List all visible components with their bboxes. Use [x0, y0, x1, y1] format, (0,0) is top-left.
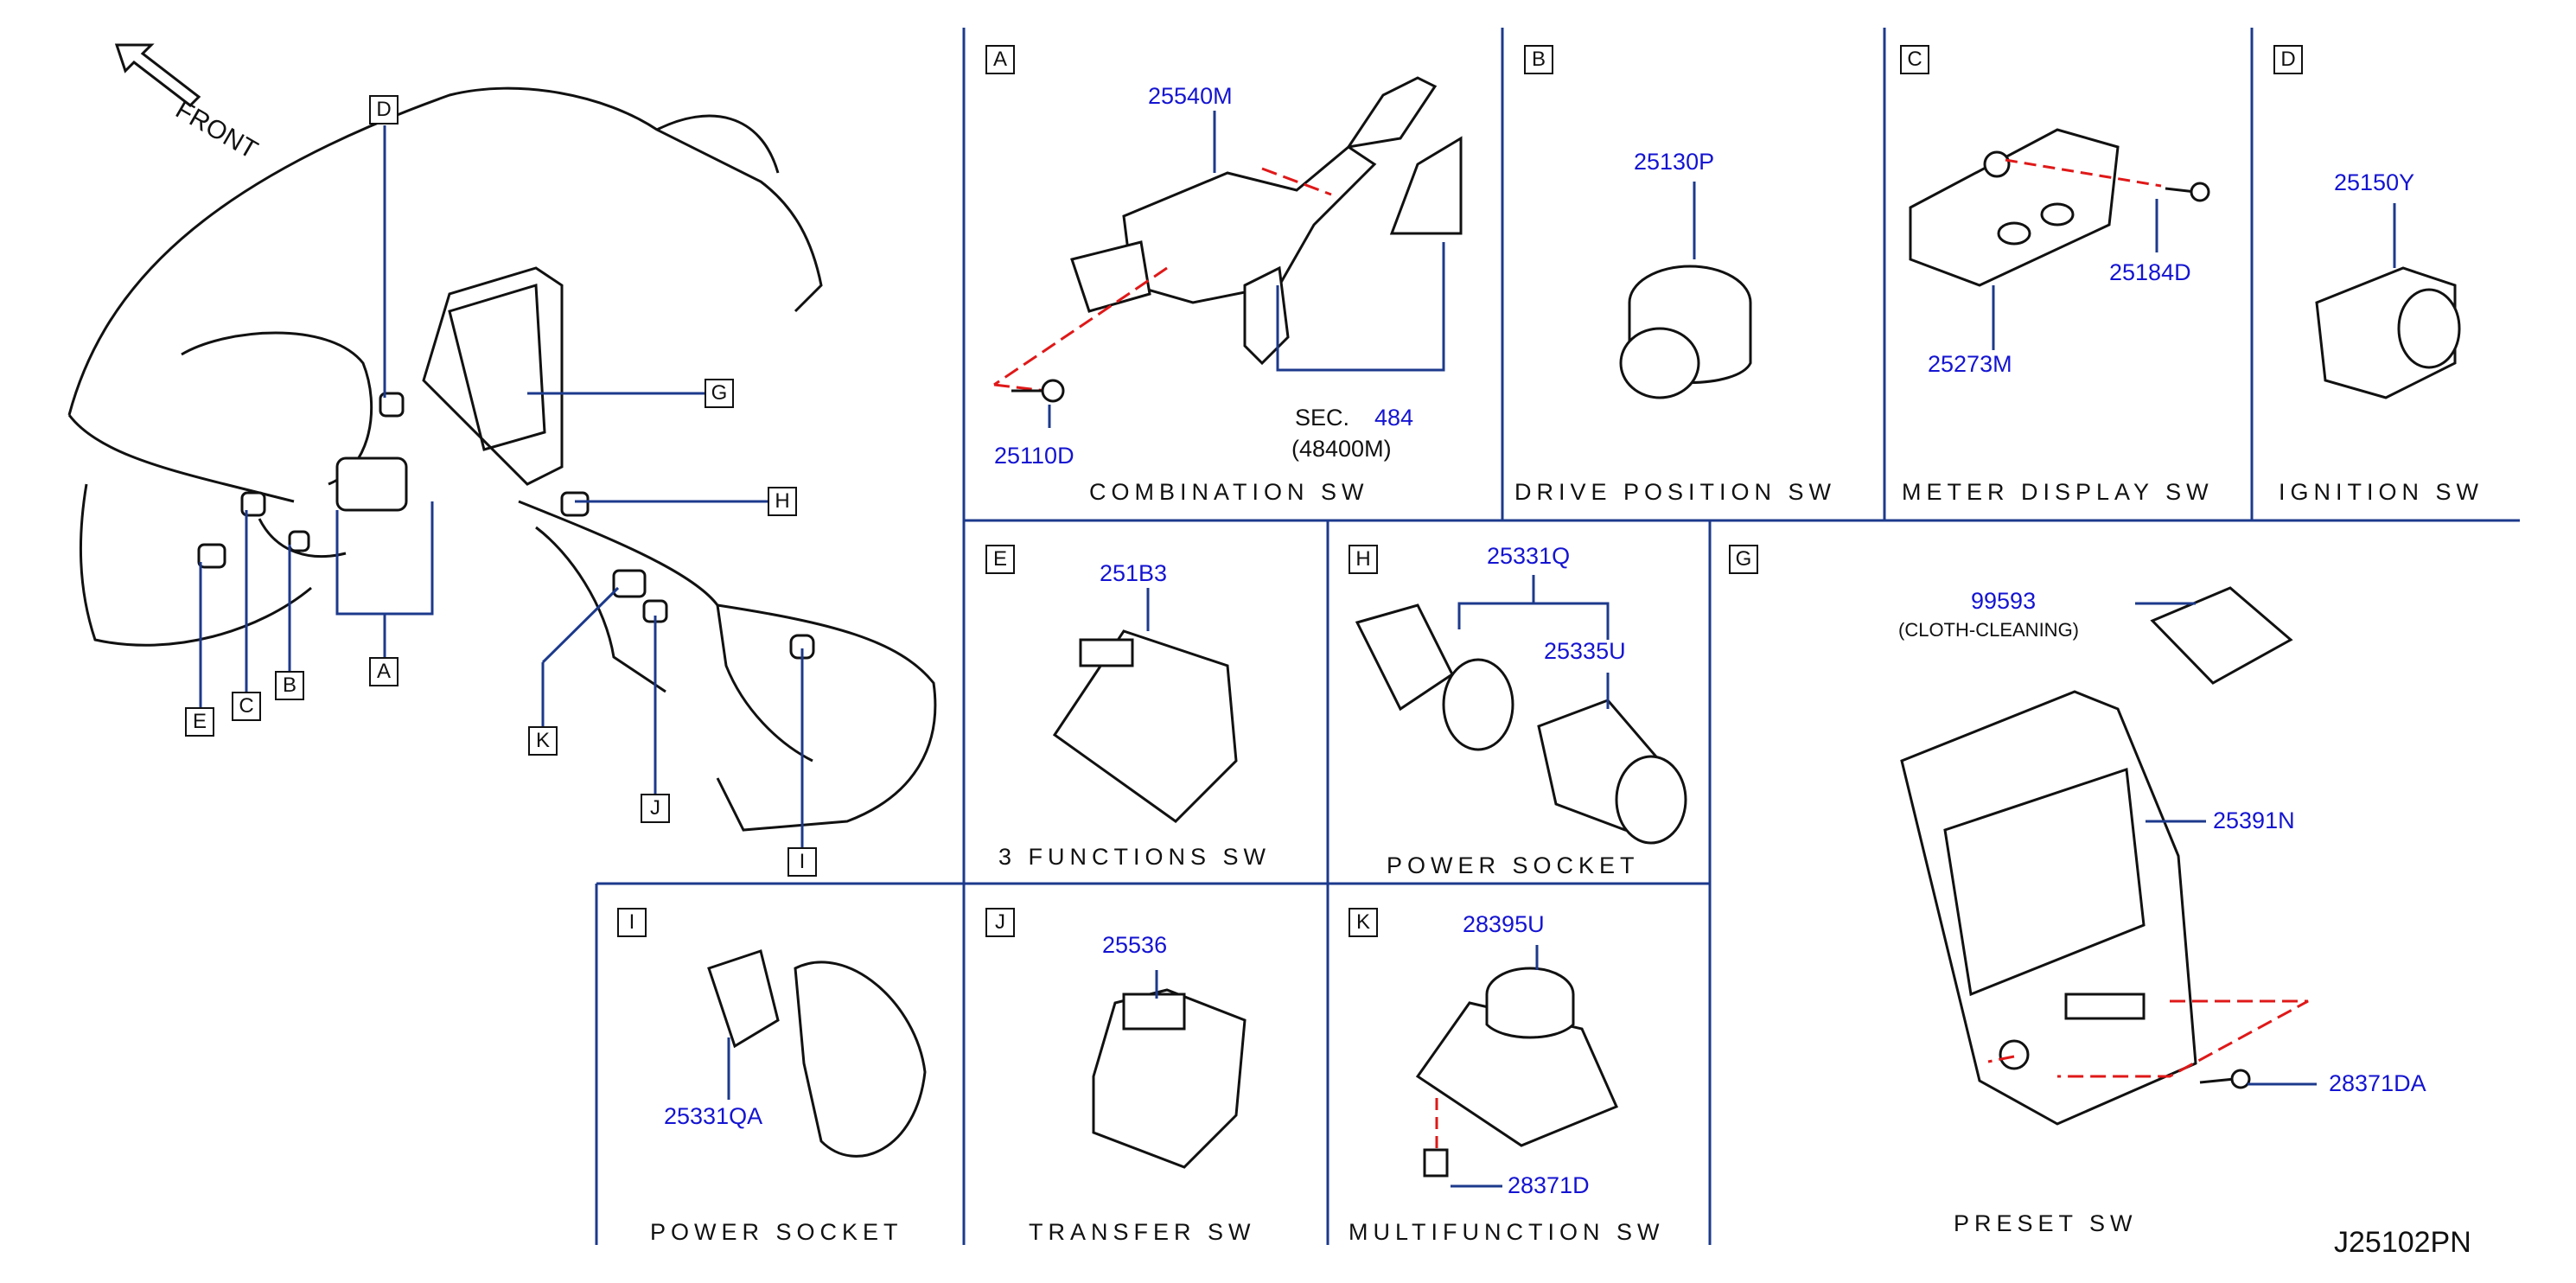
part-25150y: 25150Y [2334, 169, 2415, 195]
power-socket-art [1355, 603, 1687, 845]
callout-i: I [787, 847, 817, 877]
panel-h-caption: POWER SOCKET [1387, 852, 1640, 878]
part-28371da: 28371DA [2329, 1070, 2426, 1096]
power-socket-art [707, 949, 927, 1158]
panel-j-caption: TRANSFER SW [1029, 1219, 1256, 1245]
panel-i-caption: POWER SOCKET [650, 1219, 903, 1245]
panel-b-letter: B [1524, 45, 1553, 74]
panel-i-letter: I [617, 908, 647, 937]
panel-k-letter: K [1349, 908, 1378, 937]
panel-c-dash [2005, 158, 2162, 188]
panel-h-leaders [1457, 575, 1610, 709]
panel-d-caption: IGNITION SW [2279, 479, 2484, 505]
panel-a-leaders [1048, 111, 1445, 428]
figure-code: J25102PN [2334, 1226, 2471, 1259]
sec-sub-ref: (48400M) [1291, 436, 1392, 462]
screw-icon [1011, 379, 1065, 403]
three-functions-switch-art [1052, 629, 1238, 823]
panel-k-leaders [1451, 945, 1539, 1188]
overview-leaders [199, 125, 804, 847]
part-25391n: 25391N [2213, 807, 2295, 833]
part-28371d: 28371D [1508, 1172, 1590, 1198]
part-25540m: 25540M [1148, 83, 1233, 109]
part-28395u: 28395U [1463, 911, 1545, 937]
part-25184d: 25184D [2109, 259, 2191, 285]
multifunction-switch-art [1415, 967, 1618, 1178]
panel-j-letter: J [985, 908, 1015, 937]
front-arrow-icon [114, 43, 201, 107]
panel-c-letter: C [1900, 45, 1929, 74]
drive-position-switch-art [1619, 265, 1752, 399]
callout-d: D [369, 95, 399, 124]
callout-c: C [232, 692, 261, 721]
panel-a-caption: COMBINATION SW [1089, 479, 1369, 505]
overview-components [197, 392, 815, 660]
bolt-icon [2165, 182, 2210, 202]
ignition-switch-art [2315, 266, 2461, 399]
panel-d-letter: D [2273, 45, 2303, 74]
panel-g-dash [1987, 999, 2309, 1078]
callout-b: B [275, 671, 304, 700]
sec-label: SEC. [1295, 405, 1350, 431]
part-25331qa: 25331QA [664, 1103, 763, 1129]
part-25335u: 25335U [1544, 638, 1626, 664]
callout-g: G [705, 379, 734, 408]
panel-e-caption: 3 FUNCTIONS SW [998, 844, 1272, 870]
panel-a-dash [993, 167, 1332, 393]
panel-k-caption: MULTIFUNCTION SW [1349, 1219, 1665, 1245]
dashboard-outline [67, 86, 937, 832]
panel-e-letter: E [985, 545, 1015, 574]
combination-switch-art [1070, 76, 1463, 366]
panel-g-letter: G [1729, 545, 1758, 574]
panel-a-letter: A [985, 45, 1015, 74]
panel-frame [595, 28, 2520, 1245]
part-251b3: 251B3 [1100, 560, 1168, 586]
part-25130p: 25130P [1634, 149, 1715, 175]
callout-e: E [185, 707, 214, 737]
meter-display-switch-art [1909, 128, 2120, 287]
callout-j: J [641, 794, 670, 823]
part-25110d: 25110D [994, 443, 1074, 469]
part-25331q: 25331Q [1487, 543, 1571, 569]
bolt-icon [2199, 1069, 2251, 1089]
transfer-switch-art [1092, 988, 1247, 1169]
callout-a: A [369, 657, 399, 686]
part-25536: 25536 [1102, 932, 1168, 958]
panel-c-leaders [1992, 199, 2158, 350]
part-25273m: 25273M [1928, 351, 2012, 377]
part-99593: 99593 [1971, 588, 2037, 614]
callout-k: K [528, 726, 558, 756]
callout-h: H [768, 487, 797, 516]
panel-c-caption: METER DISPLAY SW [1902, 479, 2214, 505]
part-99593-note: (CLOTH-CLEANING) [1898, 619, 2080, 641]
panel-b-caption: DRIVE POSITION SW [1514, 479, 1837, 505]
panel-g-leaders [2135, 602, 2317, 1086]
panel-h-letter: H [1349, 545, 1378, 574]
panel-g-caption: PRESET SW [1954, 1210, 2138, 1236]
preset-switch-art [1900, 586, 2293, 1126]
sec-ref-link[interactable]: 484 [1374, 405, 1414, 431]
